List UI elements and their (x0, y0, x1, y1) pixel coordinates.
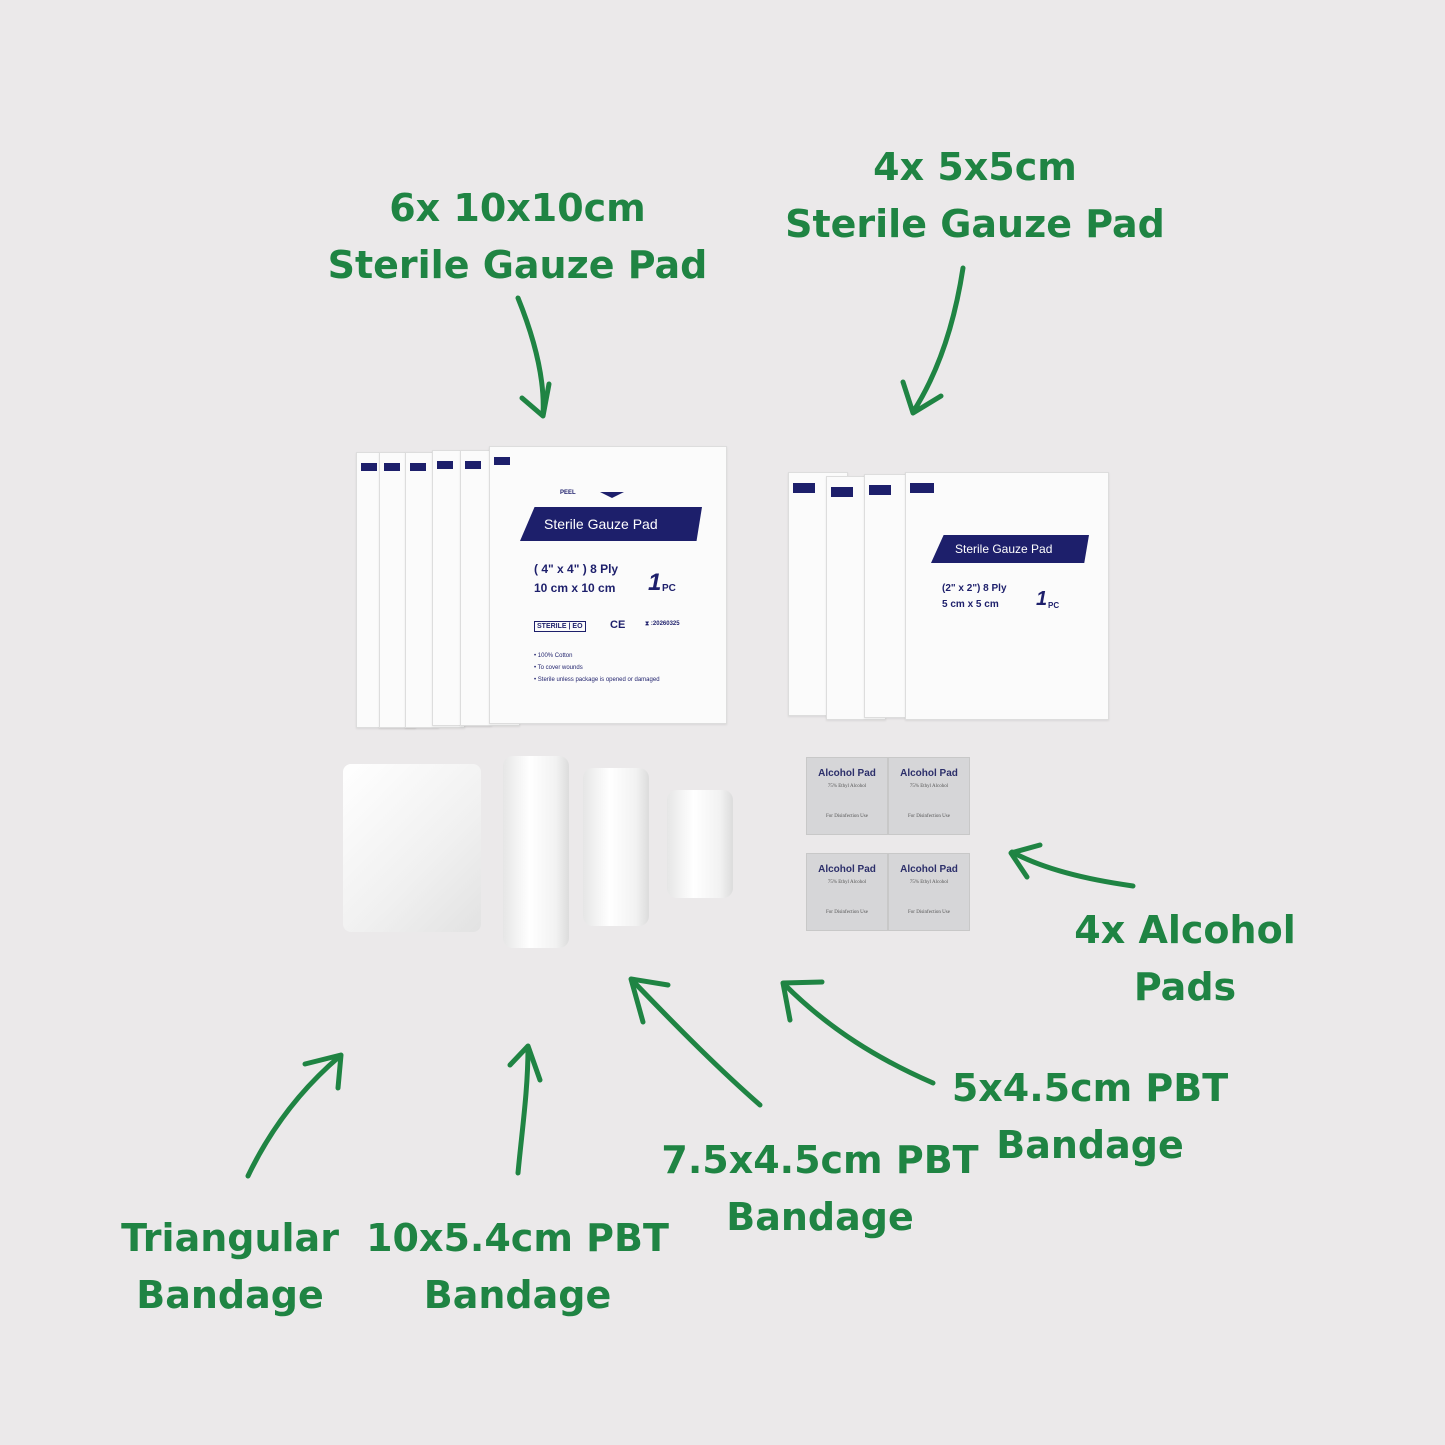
arrow-icon (245, 1052, 344, 1179)
peel-arrow-icon (600, 492, 624, 498)
sterile-text: STERILE (537, 623, 567, 630)
pad-text: Alcohol Pad (900, 768, 958, 779)
arrow-icon (1008, 842, 1136, 889)
label-line: 7.5x4.5cm PBT (661, 1138, 979, 1182)
label-pbt-10: 10x5.4cm PBT Bandage (360, 1210, 675, 1324)
size-cm: 10 cm x 10 cm (534, 581, 616, 595)
gauze-pack-front: PEEL Sterile Gauze Pad ( 4" x 4" ) 8 Ply… (489, 446, 727, 724)
bullet: To cover wounds (537, 665, 583, 671)
arrow-icon (628, 976, 763, 1108)
arrow-icon (780, 979, 936, 1086)
qty-unit: PC (662, 583, 676, 594)
pad-text: 75% Ethyl Alcohol (827, 784, 867, 789)
pad-text: 75% Ethyl Alcohol (827, 880, 867, 885)
expiry: ⧗ :20260325 (645, 621, 680, 627)
ce-mark: CE (610, 619, 626, 631)
bullet: Sterile unless package is opened or dama… (537, 677, 660, 683)
pad-text: Alcohol Pad (900, 864, 958, 875)
label-line: 6x 10x10cm (389, 186, 646, 230)
pbt-bandage-5cm (667, 790, 733, 898)
triangular-bandage (343, 764, 481, 932)
pad-text: For Disinfection Use (908, 910, 950, 915)
bullet: 100% Cotton (537, 653, 573, 659)
label-pbt-5: 5x4.5cm PBT Bandage (940, 1060, 1240, 1174)
pad-text: 75% Ethyl Alcohol (909, 880, 949, 885)
qty: 1 (1036, 588, 1048, 610)
gauze-pack-front: Sterile Gauze Pad (2" x 2") 8 Ply 5 cm x… (905, 472, 1109, 720)
pad-text: Alcohol Pad (818, 768, 876, 779)
size-cm: 5 cm x 5 cm (942, 599, 999, 610)
pad-text: For Disinfection Use (908, 814, 950, 819)
qty-unit: PC (1048, 601, 1060, 610)
pack-title: Sterile Gauze Pad (520, 507, 702, 541)
pad-text: For Disinfection Use (826, 910, 868, 915)
arrow-icon (507, 1043, 543, 1176)
label-pbt-7: 7.5x4.5cm PBT Bandage (660, 1132, 980, 1246)
pbt-bandage-7.5cm (583, 768, 649, 926)
eo-text: EO (572, 623, 583, 630)
label-line: Sterile Gauze Pad (327, 243, 708, 287)
label-line: 4x Alcohol (1074, 908, 1296, 952)
arrow-icon (900, 265, 966, 416)
label-line: Pads (1133, 965, 1237, 1009)
pbt-bandage-10cm (503, 756, 569, 948)
label-line: 10x5.4cm PBT (366, 1216, 669, 1260)
bullet-list: • 100% Cotton • To cover wounds • Steril… (534, 653, 660, 683)
qty: 1 (648, 569, 662, 596)
label-line: Triangular (121, 1216, 339, 1260)
pad-text: For Disinfection Use (826, 814, 868, 819)
label-line: Bandage (726, 1195, 914, 1239)
size-inches: (2" x 2") 8 Ply (942, 583, 1007, 594)
label-line: Bandage (423, 1273, 612, 1317)
label-line: Bandage (996, 1123, 1184, 1167)
pad-text: 75% Ethyl Alcohol (909, 784, 949, 789)
pad-text: Alcohol Pad (818, 864, 876, 875)
size-inches: ( 4" x 4" ) 8 Ply (534, 562, 619, 576)
label-line: Bandage (136, 1273, 324, 1317)
expiry-date: :20260325 (650, 621, 680, 627)
pack-title: Sterile Gauze Pad (931, 535, 1089, 563)
label-line: 5x4.5cm PBT (951, 1066, 1229, 1110)
peel-text: PEEL (560, 490, 576, 496)
label-line: Sterile Gauze Pad (785, 202, 1165, 246)
arrow-icon (515, 295, 552, 419)
label-line: 4x 5x5cm (873, 145, 1077, 189)
